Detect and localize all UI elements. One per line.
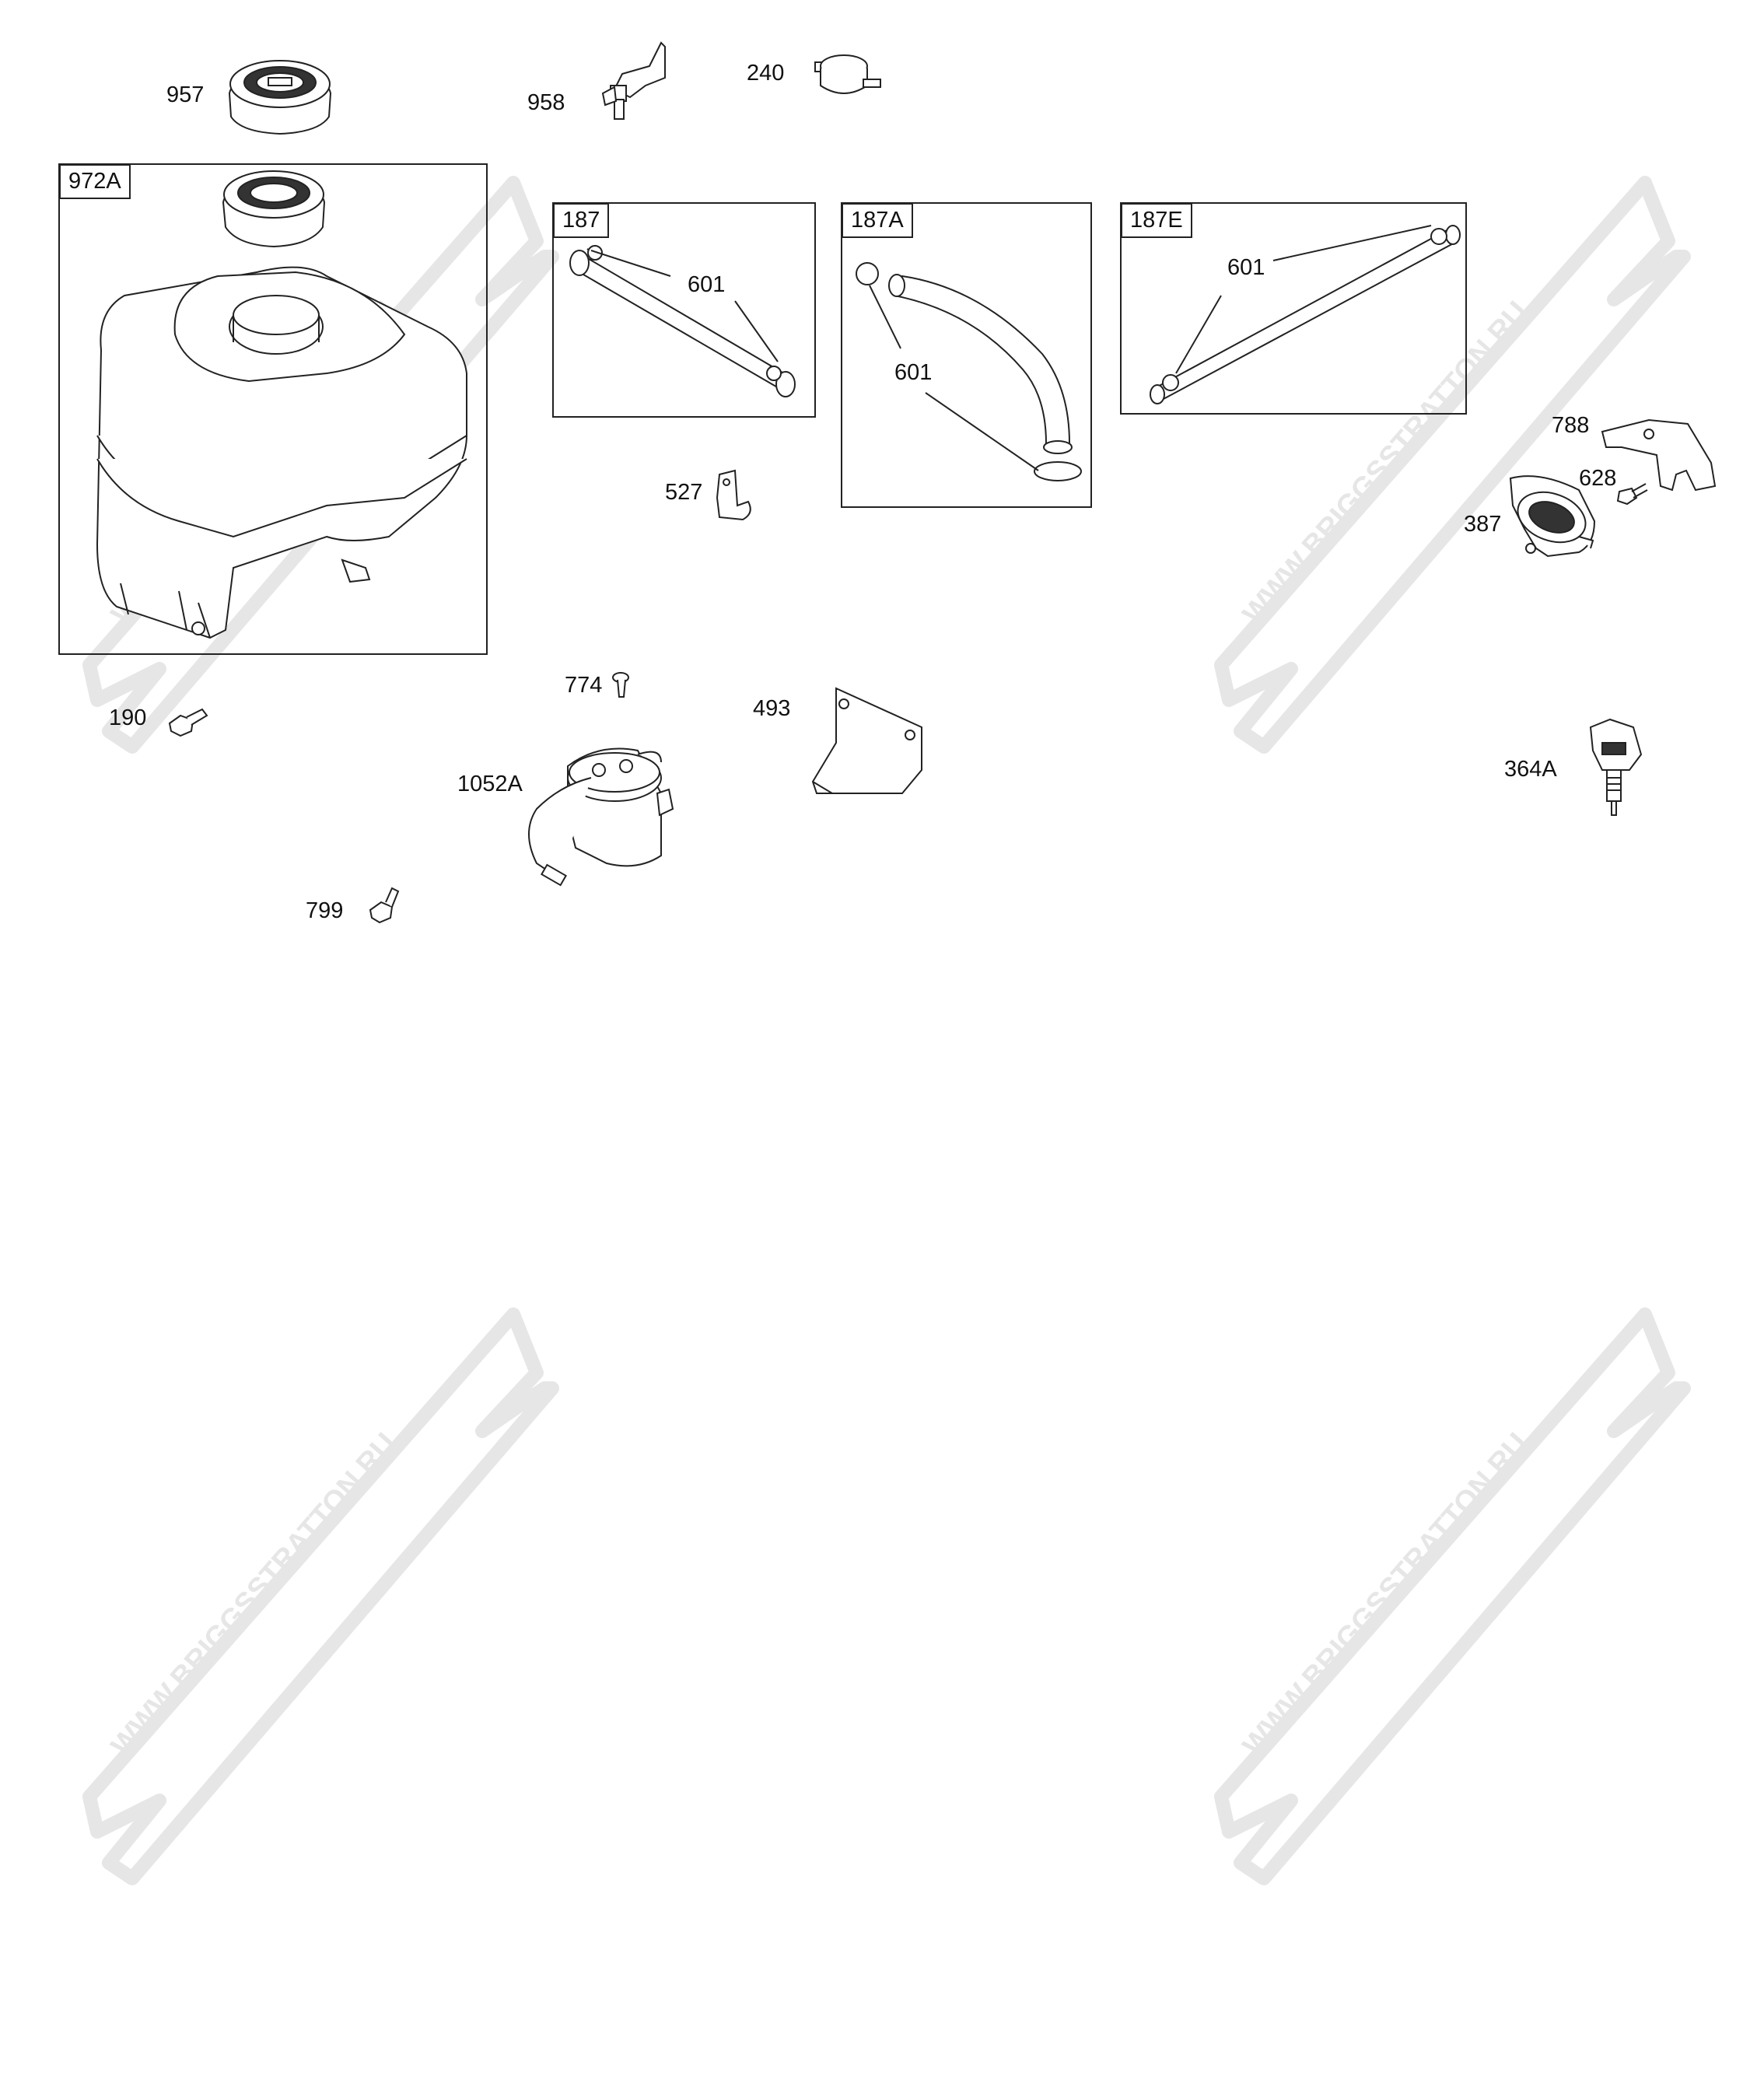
label-788: 788: [1552, 413, 1590, 438]
vent-valve-icon: [814, 54, 881, 94]
watermark-text-2: WWW.BRIGGSSTRATTON.RU: [1237, 296, 1535, 631]
label-774: 774: [565, 673, 603, 698]
label-958: 958: [527, 90, 565, 115]
fuel-fitting-icon: [601, 41, 666, 120]
label-364a: 364A: [1504, 757, 1557, 782]
pump-bracket-icon: [1601, 418, 1717, 492]
screw-190-icon: [168, 708, 208, 737]
label-601-c: 601: [1227, 255, 1265, 280]
label-190: 190: [109, 705, 147, 730]
mounting-plate-icon: [811, 687, 922, 794]
watermark-top-right: WWW.BRIGGSSTRATTON.RU: [1214, 176, 1691, 754]
label-1052a: 1052A: [457, 772, 523, 796]
fuel-cap-icon: [228, 60, 332, 135]
label-493: 493: [753, 696, 791, 721]
watermark-bottom-right: WWW.BRIGGSSTRATTON.RU: [1214, 1307, 1691, 1885]
box-187a: [841, 202, 1092, 508]
leader-187-a: [590, 250, 671, 277]
leader-187a-a: [869, 285, 901, 349]
label-527: 527: [665, 480, 703, 505]
leader-187e-b: [1175, 295, 1222, 374]
tag-187: 187: [553, 203, 610, 238]
leader-187-b: [734, 300, 779, 362]
screw-799-icon: [369, 887, 400, 924]
tag-187a: 187A: [842, 203, 913, 238]
box-187: [552, 202, 816, 418]
starter-solenoid-icon: [528, 747, 674, 887]
fuel-hose-187a-icon: [856, 262, 1082, 481]
label-387: 387: [1464, 512, 1502, 537]
tag-187e: 187E: [1121, 203, 1192, 238]
watermark-bottom-left: WWW.BRIGGSSTRATTON.RU: [82, 1307, 559, 1885]
fuel-hose-187e-icon: [1150, 225, 1461, 404]
label-601-b: 601: [894, 360, 933, 385]
box-187e: [1120, 202, 1467, 415]
tank-cap-icon: [222, 170, 326, 248]
fuel-hose-187-icon: [569, 245, 796, 397]
label-240: 240: [747, 61, 785, 86]
label-601-a: 601: [688, 272, 726, 297]
bolt-628-icon: [1616, 483, 1648, 506]
watermark-text-3: WWW.BRIGGSSTRATTON.RU: [105, 1427, 403, 1762]
fuel-sender-icon: [1589, 718, 1643, 816]
fuel-tank-icon: [96, 266, 467, 639]
label-799: 799: [306, 898, 344, 923]
tag-972a: 972A: [59, 164, 131, 199]
leader-187e-a: [1272, 225, 1432, 261]
label-628: 628: [1579, 466, 1617, 491]
screw-774-icon: [612, 672, 629, 698]
box-972a: [58, 163, 488, 655]
leader-187a-b: [925, 392, 1039, 471]
fuel-pump-icon: [1509, 475, 1596, 558]
watermark-text-4: WWW.BRIGGSSTRATTON.RU: [1237, 1427, 1535, 1762]
label-957: 957: [166, 82, 205, 107]
hose-clip-icon: [716, 469, 751, 521]
